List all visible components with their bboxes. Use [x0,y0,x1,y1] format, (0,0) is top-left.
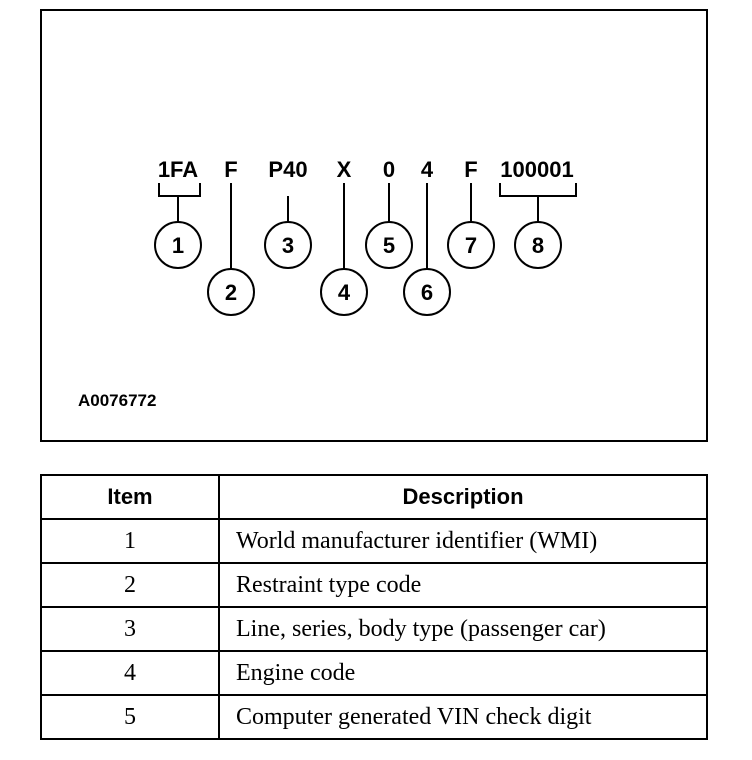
callout-number-8: 8 [532,233,544,258]
table-row: 5 Computer generated VIN check digit [40,694,708,740]
item-cell: 4 [40,650,220,696]
vin-segment-wmi: 1FA [158,157,198,182]
description-cell: Computer generated VIN check digit [218,694,708,740]
table-row: 1 World manufacturer identifier (WMI) [40,518,708,564]
callout-number-2: 2 [225,280,237,305]
callout-number-1: 1 [172,233,184,258]
diagram-frame [40,9,708,442]
callout-circle-1 [154,221,202,269]
vin-segment-8: 100001 [500,157,573,182]
callout-circle-8 [514,221,562,269]
description-cell: Engine code [218,650,708,696]
callout-number-4: 4 [338,280,351,305]
callout-circle-4 [320,268,368,316]
callout-number-6: 6 [421,280,433,305]
callout-number-5: 5 [383,233,395,258]
header-item: Item [40,474,220,520]
callout-circle-6 [403,268,451,316]
table-row: 4 Engine code [40,650,708,696]
leader-line-1 [158,183,201,222]
legend-table: Item Description 1 World manufacturer id… [40,474,708,740]
callout-number-7: 7 [465,233,477,258]
vin-segment-6: 4 [421,157,434,182]
callout-circle-3 [264,221,312,269]
item-cell: 2 [40,562,220,608]
leader-line-8 [499,183,577,222]
table-row: 2 Restraint type code [40,562,708,608]
callout-circle-2 [207,268,255,316]
table-row: 3 Line, series, body type (passenger car… [40,606,708,652]
table-header-row: Item Description [40,474,708,520]
header-description: Description [218,474,708,520]
callout-number-3: 3 [282,233,294,258]
description-cell: World manufacturer identifier (WMI) [218,518,708,564]
callout-circle-5 [365,221,413,269]
vin-segment-engine: X [337,157,352,182]
item-cell: 3 [40,606,220,652]
vin-segment-restraint: F [224,157,237,182]
vin-segment-check-digit: 0 [383,157,395,182]
vin-diagram: 1FA F P40 X 0 4 F 100001 1 2 3 4 5 6 7 8… [78,157,577,410]
item-cell: 5 [40,694,220,740]
item-cell: 1 [40,518,220,564]
vin-segment-line-series: P40 [268,157,307,182]
callout-circle-7 [447,221,495,269]
vin-segment-7: F [464,157,477,182]
description-cell: Line, series, body type (passenger car) [218,606,708,652]
figure-id: A0076772 [78,391,156,410]
description-cell: Restraint type code [218,562,708,608]
